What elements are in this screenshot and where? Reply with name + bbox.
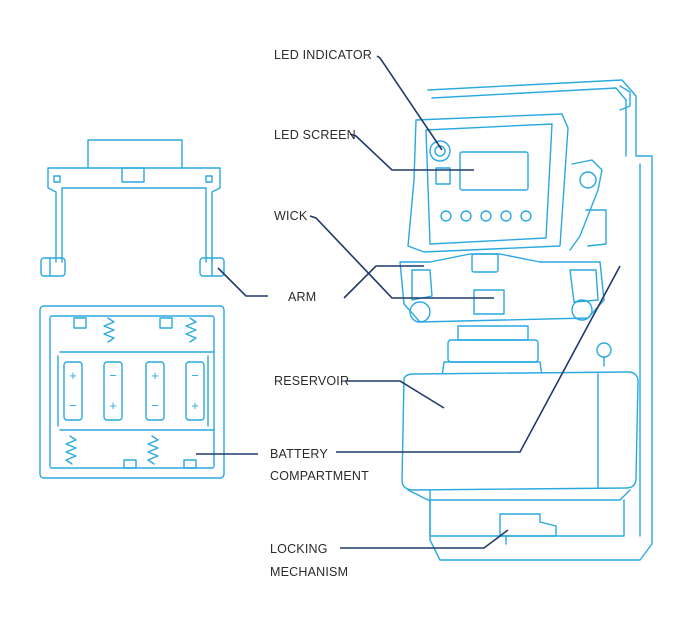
button-4 xyxy=(500,210,512,222)
label-led-indicator: LED INDICATOR xyxy=(274,48,372,62)
callout-wick xyxy=(309,215,494,299)
cell3-minus-sign: − xyxy=(151,398,159,413)
battery-cell-2 xyxy=(103,361,123,421)
arm-part xyxy=(40,139,225,277)
label-battery-line1: BATTERY xyxy=(270,447,328,461)
dispenser-device xyxy=(399,79,653,561)
led-indicator-ring xyxy=(429,140,451,162)
label-locking-line1: LOCKING xyxy=(270,542,328,556)
button-3 xyxy=(480,210,492,222)
battery-cell-3 xyxy=(145,361,165,421)
callout-battery xyxy=(336,265,621,453)
wick-top xyxy=(473,289,505,315)
cell4-plus-sign: + xyxy=(191,398,199,413)
dip-switch xyxy=(435,167,451,185)
battery-cell-1 xyxy=(63,361,83,421)
callout-locking xyxy=(340,529,509,549)
cell3-plus-sign: + xyxy=(151,368,159,383)
battery-compartment-part: + − − + + − − + xyxy=(39,305,225,479)
callout-arm-left xyxy=(217,267,268,297)
label-arm: ARM xyxy=(288,290,317,304)
cell2-plus-sign: + xyxy=(109,398,117,413)
cell2-minus-sign: − xyxy=(109,368,117,383)
button-1 xyxy=(440,210,452,222)
cell4-minus-sign: − xyxy=(191,368,199,383)
callout-lines xyxy=(196,55,621,549)
callout-reservoir xyxy=(346,380,445,409)
button-5 xyxy=(520,210,532,222)
button-2 xyxy=(460,210,472,222)
label-reservoir: RESERVOIR xyxy=(274,374,350,388)
label-battery-line2: COMPARTMENT xyxy=(270,469,369,483)
cell1-plus-sign: + xyxy=(69,368,77,383)
led-screen xyxy=(459,151,529,191)
cell1-minus-sign: − xyxy=(69,398,77,413)
label-wick: WICK xyxy=(274,209,308,223)
battery-cell-4 xyxy=(185,361,205,421)
label-locking-line2: MECHANISM xyxy=(270,565,349,579)
callout-led-indicator xyxy=(376,55,443,151)
label-led-screen: LED SCREEN xyxy=(274,128,356,142)
callout-arm-right xyxy=(343,265,424,299)
reservoir-bottle xyxy=(401,371,639,491)
callout-led-screen xyxy=(349,133,474,171)
